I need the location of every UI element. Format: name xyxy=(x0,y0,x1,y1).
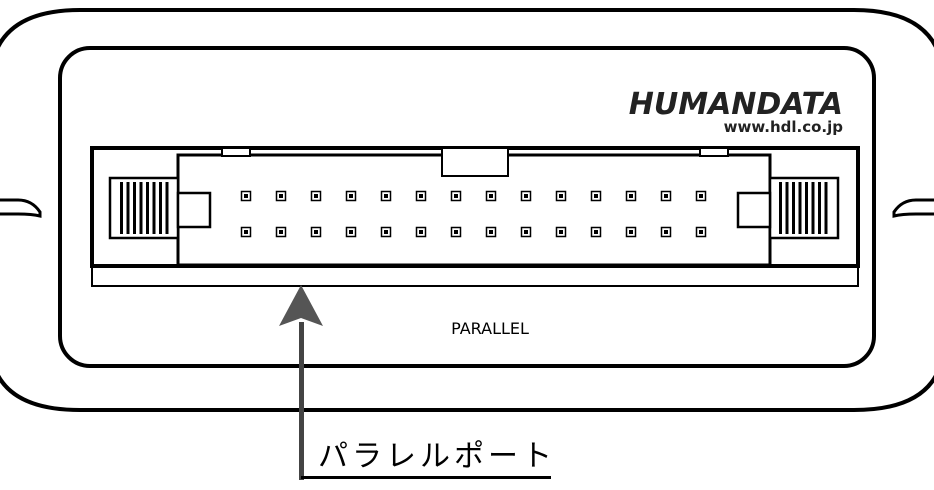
connector-pin-core xyxy=(384,230,388,234)
left-lever-ribs xyxy=(120,182,169,234)
connector-pin-core xyxy=(279,230,283,234)
callout-label: パラレルポート xyxy=(318,439,556,474)
connector-pin-core xyxy=(244,230,248,234)
connector-pin-core xyxy=(314,194,318,198)
parallel-connector xyxy=(90,146,860,287)
callout-arrow-shaft xyxy=(299,322,304,480)
lever-rib xyxy=(165,182,169,234)
device-housing-outline xyxy=(0,8,934,48)
callout-underline xyxy=(301,476,551,479)
connector-pin-core xyxy=(419,230,423,234)
lever-rib xyxy=(152,182,156,234)
connector-pin-core xyxy=(594,194,598,198)
connector-pin-core xyxy=(279,194,283,198)
connector-pin-core xyxy=(699,230,703,234)
brand-logo: HUMANDATA xyxy=(629,87,843,122)
connector-pin-core xyxy=(314,230,318,234)
lever-rib xyxy=(159,182,162,234)
connector-pin-core xyxy=(349,194,353,198)
connector-pin-core xyxy=(594,230,598,234)
port-label: PARALLEL xyxy=(451,319,529,338)
connector-pin-core xyxy=(629,194,633,198)
lever-rib xyxy=(120,182,123,234)
connector-pin-core xyxy=(384,194,388,198)
connector-pin-core xyxy=(664,194,668,198)
connector-pin-core xyxy=(419,194,423,198)
brand-url: www.hdl.co.jp xyxy=(724,118,844,136)
lever-rib xyxy=(818,182,821,234)
callout-arrow-head xyxy=(279,285,323,326)
connector-pin-core xyxy=(524,230,528,234)
lever-rib xyxy=(146,182,149,234)
callout-arrow xyxy=(279,285,551,480)
left-seam xyxy=(0,198,42,218)
connector-pin-core xyxy=(664,230,668,234)
lever-rib xyxy=(126,182,130,234)
lever-rib xyxy=(824,182,828,234)
connector-pin-core xyxy=(559,194,563,198)
lever-rib xyxy=(785,182,789,234)
connector-pin-core xyxy=(454,230,458,234)
left-eject-lever xyxy=(108,176,212,240)
lever-rib xyxy=(779,182,782,234)
right-eject-lever xyxy=(736,176,840,240)
connector-base-strip xyxy=(91,265,859,287)
connector-pin-core xyxy=(489,230,493,234)
top-latch-left xyxy=(221,147,251,157)
connector-pin-core xyxy=(629,230,633,234)
connector-pins xyxy=(240,190,707,238)
connector-pin-core xyxy=(559,230,563,234)
connector-pin-core xyxy=(699,194,703,198)
lever-rib xyxy=(792,182,795,234)
connector-key xyxy=(441,147,509,177)
device-housing-bottom xyxy=(0,374,934,412)
connector-pin-core xyxy=(349,230,353,234)
connector-pin-core xyxy=(244,194,248,198)
lever-rib xyxy=(139,182,143,234)
lever-rib xyxy=(805,182,808,234)
right-lever-ribs xyxy=(779,182,828,234)
lever-rib xyxy=(811,182,815,234)
top-latch-right xyxy=(699,147,729,157)
right-seam xyxy=(892,198,934,218)
connector-pin-core xyxy=(489,194,493,198)
connector-pin-core xyxy=(524,194,528,198)
connector-pin-core xyxy=(454,194,458,198)
lever-rib xyxy=(133,182,136,234)
lever-rib xyxy=(798,182,802,234)
